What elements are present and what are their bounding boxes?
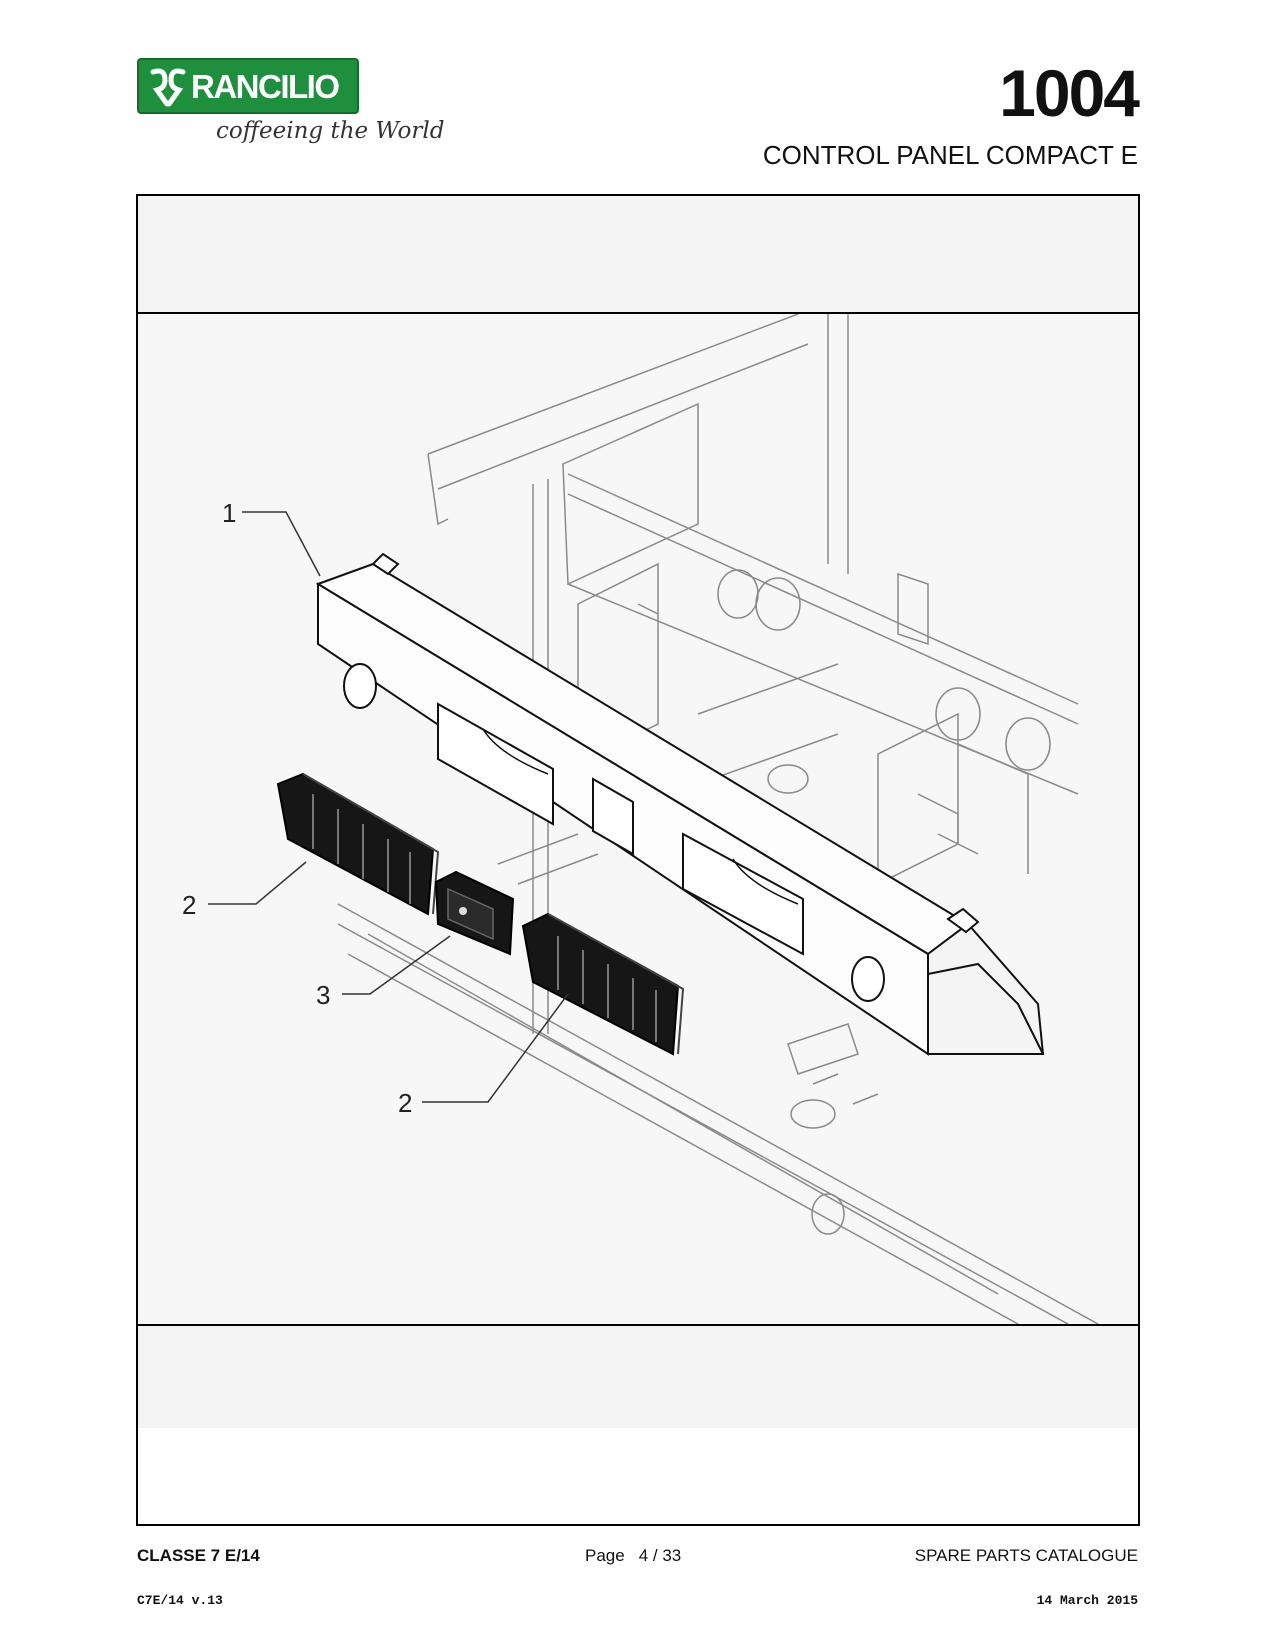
button-strip-right-part xyxy=(521,912,685,1056)
chassis-frame-art xyxy=(337,313,1099,1325)
footer-version: C7E/14 v.13 xyxy=(137,1593,223,1608)
callout-2-left-label: 2 xyxy=(182,890,196,920)
frame-bottom-band xyxy=(138,1324,1138,1428)
footer-page: Page 4 / 33 xyxy=(585,1546,681,1566)
control-panel-part xyxy=(315,552,1045,1056)
brand-name: RANCILIO xyxy=(191,68,340,105)
rancilio-logo-icon xyxy=(150,68,186,107)
footer-model: CLASSE 7 E/14 xyxy=(137,1546,260,1565)
footer-catalogue: SPARE PARTS CATALOGUE xyxy=(914,1546,1138,1565)
footer-date: 14 March 2015 xyxy=(1036,1593,1138,1608)
footer-page-value: 4 / 33 xyxy=(638,1546,682,1565)
callout-1-label: 1 xyxy=(222,498,236,528)
brand-logo: RANCILIO xyxy=(137,58,359,114)
exploded-drawing: 1 2 3 2 xyxy=(138,313,1138,1325)
brand-tagline: coffeeing the World xyxy=(216,118,445,144)
frame-top-band xyxy=(138,196,1138,314)
footer-page-label: Page xyxy=(585,1546,625,1565)
selector-button-part xyxy=(434,870,515,956)
callout-leader-lines xyxy=(208,511,569,1103)
document-title: CONTROL PANEL COMPACT E xyxy=(762,140,1138,170)
exploded-view-svg: 1 2 3 2 xyxy=(182,313,1099,1325)
callout-2-right-label: 2 xyxy=(398,1088,412,1118)
document-number: 1004 xyxy=(999,56,1140,130)
drawing-frame: 1 2 3 2 xyxy=(136,194,1140,1526)
callout-3-label: 3 xyxy=(316,980,330,1010)
button-strip-left-part xyxy=(276,772,440,916)
